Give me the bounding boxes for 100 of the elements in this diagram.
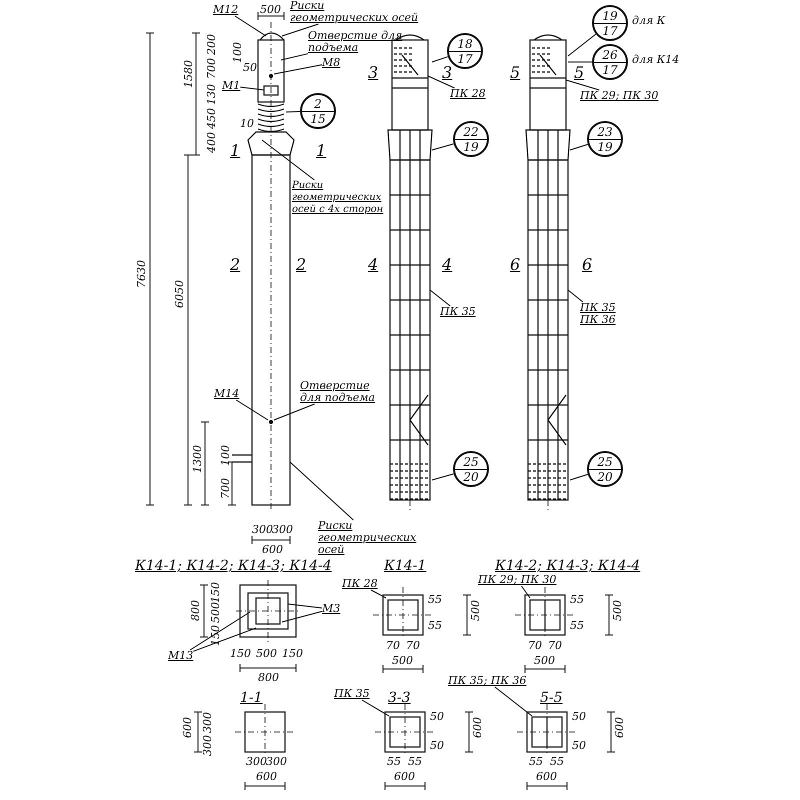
leader-line	[432, 473, 454, 480]
callout-text: Отверстие для подъема	[300, 380, 390, 404]
position-number: 17	[457, 52, 473, 66]
leader-line	[370, 590, 386, 598]
reinforcement-cage-drawing	[525, 34, 571, 512]
dimension-text: 600	[182, 717, 194, 738]
dimension-text: 6050	[174, 280, 186, 308]
dimension-text: 600	[614, 717, 626, 738]
dimension-text: 500	[612, 600, 624, 621]
leader-line	[192, 628, 256, 652]
dimension-text: 55	[550, 756, 564, 768]
dimension-text: 500	[392, 655, 413, 667]
dimension-text: 70	[548, 640, 562, 652]
position-number: 19	[463, 140, 479, 154]
note-text: для К14	[632, 54, 680, 66]
section-mark: 2	[295, 256, 308, 273]
section-mark: 2	[229, 256, 242, 273]
dimension-text: 7630	[136, 260, 148, 288]
callout-text: ПК 35; ПК 36	[448, 675, 526, 687]
dimension-text: 600	[472, 717, 484, 738]
position-number: 2	[314, 96, 322, 110]
dimension-text: 300	[202, 735, 214, 756]
section-title: 5-5	[540, 690, 563, 706]
section-title: К14-2; К14-3; К14-4	[495, 558, 640, 574]
callout-text: Риски геометрических осей	[318, 520, 428, 556]
dimension-text: 130	[206, 84, 218, 105]
leader-line	[520, 586, 530, 598]
leader-line	[361, 700, 390, 716]
dimension-text: 100	[232, 42, 244, 63]
position-number: 19	[602, 8, 618, 22]
leader-line	[234, 16, 266, 36]
dimension-text: 50	[430, 740, 444, 752]
position-number: 15	[310, 112, 326, 126]
position-number: 25	[597, 454, 613, 468]
section-mark: 6	[509, 256, 522, 273]
dimension-text: 300	[266, 756, 287, 768]
section-mark: 3	[367, 64, 380, 81]
dimension-text: 300	[272, 524, 293, 536]
callout-circle	[453, 121, 489, 157]
position-number: 25	[463, 454, 479, 468]
callout-text: ПК 29; ПК 30	[580, 90, 658, 102]
dimension-text: 55	[570, 620, 584, 632]
position-number: 17	[602, 62, 618, 76]
leader-line	[290, 462, 354, 520]
dimension-text: 10	[240, 118, 254, 130]
callout-text: Риски геометрических осей	[290, 0, 420, 24]
dimension-text: 55	[529, 756, 543, 768]
section-title: 1-1	[240, 690, 263, 706]
dimension-text: 800	[190, 600, 202, 621]
leader-line	[494, 686, 532, 716]
dimension-text: 700	[220, 478, 232, 499]
leader-line	[274, 64, 322, 74]
dimension-text: 55	[387, 756, 401, 768]
cross-section-drawing	[236, 580, 300, 642]
section-mark: 5	[573, 64, 586, 81]
dimension-text: 100	[220, 445, 232, 466]
leader-line	[288, 604, 322, 608]
position-number: 22	[463, 124, 479, 138]
callout-text: М1	[222, 80, 240, 92]
callout-circle	[300, 93, 336, 129]
section-mark: 6	[581, 256, 594, 273]
callout-text: ПК 35	[580, 302, 616, 314]
section-title: К14-1; К14-2; К14-3; К14-4	[135, 558, 332, 574]
dimension-text: 500	[470, 600, 482, 621]
position-number: 26	[602, 48, 618, 62]
callout-text: ПК 28	[342, 578, 378, 590]
dimension-text: 1300	[192, 445, 204, 473]
leader-line	[566, 80, 600, 90]
callout-text: ПК 35	[440, 306, 476, 318]
leader-line	[282, 24, 319, 36]
dimension-text: 450	[206, 108, 218, 129]
dimension-text: 70	[406, 640, 420, 652]
dimension-text: 600	[256, 771, 277, 783]
dimension-text: 50	[430, 711, 444, 723]
leader-line	[286, 111, 300, 112]
leader-line	[428, 76, 456, 88]
leader-line	[262, 140, 315, 180]
section-mark: 4	[367, 256, 380, 273]
dimension-text: 500	[256, 648, 277, 660]
dimension-text: 200	[206, 34, 218, 55]
dimension-text: 500	[210, 602, 222, 623]
dimension-text: 55	[428, 620, 442, 632]
leader-line	[274, 404, 316, 420]
leader-line	[432, 143, 454, 150]
dimension-text: 55	[570, 594, 584, 606]
leader-line	[432, 56, 448, 62]
callout-circle	[587, 121, 623, 157]
leader-line	[568, 34, 596, 56]
section-mark: 1	[315, 142, 328, 159]
dimension-text: 55	[428, 594, 442, 606]
position-number: 17	[602, 24, 618, 38]
leader-line	[282, 610, 322, 622]
position-number: 19	[597, 140, 613, 154]
dimension-text: 1580	[183, 60, 195, 88]
section-title: 3-3	[388, 690, 411, 706]
dimension-text: 800	[258, 672, 279, 684]
callout-text: ПК 28	[450, 88, 486, 100]
dimension-text: 150	[210, 582, 222, 603]
callout-text: ПК 29; ПК 30	[478, 574, 556, 586]
dimension-text: 600	[262, 544, 283, 556]
